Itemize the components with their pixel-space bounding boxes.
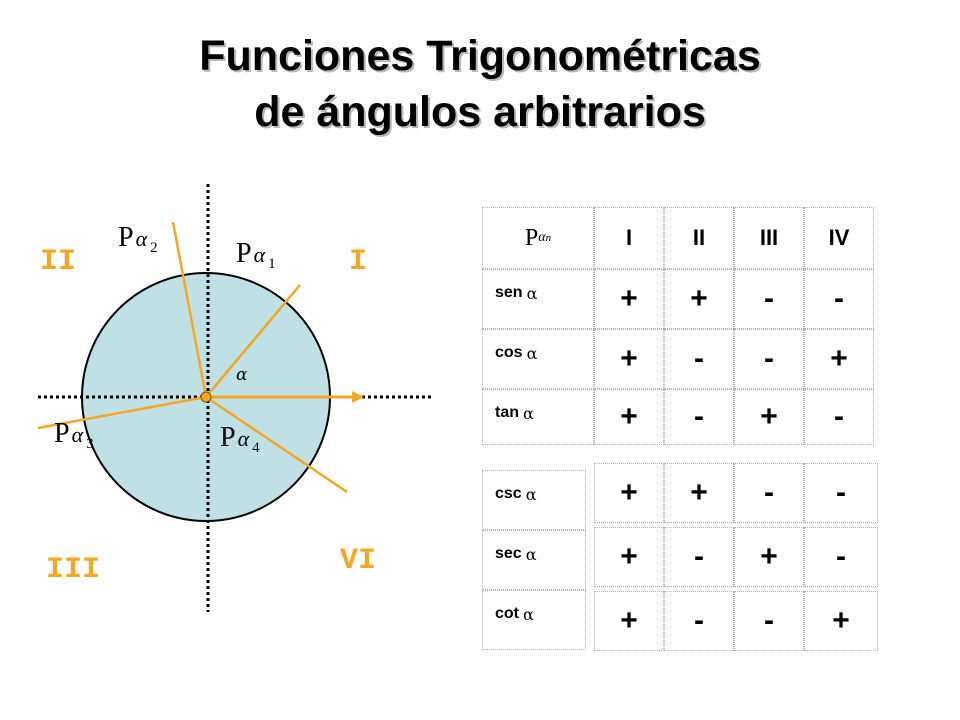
ray-p2 [171, 221, 208, 398]
sign-sen-q4: - [804, 269, 874, 329]
p2-greek: α [136, 226, 148, 251]
ray-p1 [205, 284, 301, 398]
corner-base: P [524, 224, 539, 251]
origin-point [200, 391, 212, 403]
corner-index: n [545, 232, 552, 244]
quadrant-label-3: III [46, 553, 101, 587]
title-line-2: de ángulos arbitrarios [254, 88, 706, 136]
sign-tan-q1: + [594, 389, 664, 445]
sign-cot-q2: - [664, 591, 734, 651]
ray-p3 [37, 395, 207, 430]
arrow-head-icon [352, 391, 364, 403]
p3-greek: α [72, 422, 84, 447]
quadrant-label-4: VI [340, 544, 377, 578]
p4-greek: α [238, 426, 250, 451]
p2-index: 2 [150, 240, 158, 256]
sign-sen-q2: + [664, 269, 734, 329]
alpha-csc: α [525, 485, 537, 504]
corner-greek: α [538, 230, 546, 245]
p2-base: P [118, 222, 134, 253]
sign-csc-q2: + [664, 463, 734, 523]
header-quadrant-2: II [664, 207, 734, 269]
sign-cot-q4: + [804, 591, 878, 651]
sign-csc-q3: - [734, 463, 804, 523]
p4-index: 4 [252, 440, 260, 456]
sign-sec-q2: - [664, 527, 734, 587]
p3-index: 3 [86, 436, 94, 452]
alpha-cos: α [526, 344, 538, 363]
sign-tan-q4: - [804, 389, 874, 445]
p1-base: P [236, 238, 252, 269]
sign-tan-q3: + [734, 389, 804, 445]
sign-cot-q3: - [734, 591, 804, 651]
label-sen: sen [495, 284, 523, 301]
header-quadrant-1: I [594, 207, 664, 269]
p4-base: P [220, 422, 236, 453]
quadrant-label-2: II [40, 245, 77, 279]
header-quadrant-4: IV [804, 207, 874, 269]
sign-cot-q1: + [594, 591, 664, 651]
alpha-cot: α [523, 605, 534, 624]
angle-label: α [236, 365, 248, 385]
alpha-tan: α [523, 404, 534, 423]
sign-sen-q1: + [594, 269, 664, 329]
slide-title: Funciones Trigonométricas de ángulos arb… [0, 28, 960, 140]
sign-sen-q3: - [734, 269, 804, 329]
label-tan: tan [495, 404, 519, 421]
sign-cos-q4: + [804, 329, 874, 389]
label-csc: csc [495, 485, 522, 502]
ray-p4 [205, 395, 348, 494]
sign-tan-q2: - [664, 389, 734, 445]
sign-cos-q1: + [594, 329, 664, 389]
sign-sec-q3: + [734, 527, 804, 587]
title-line-1: Funciones Trigonométricas [199, 32, 761, 80]
header-quadrant-3: III [734, 207, 804, 269]
alpha-sec: α [525, 545, 537, 564]
sign-cos-q2: - [664, 329, 734, 389]
label-sec: sec [495, 545, 522, 562]
sign-csc-q4: - [804, 463, 878, 523]
sign-sec-q4: - [804, 527, 878, 587]
quadrant-label-1: I [349, 245, 368, 279]
alpha-sen: α [526, 284, 538, 303]
label-cos: cos [495, 344, 523, 361]
p1-greek: α [254, 242, 266, 267]
p1-index: 1 [268, 256, 276, 272]
sign-cos-q3: - [734, 329, 804, 389]
label-cot: cot [495, 605, 519, 622]
sign-sec-q1: + [594, 527, 664, 587]
p3-base: P [54, 418, 70, 449]
sign-csc-q1: + [594, 463, 664, 523]
